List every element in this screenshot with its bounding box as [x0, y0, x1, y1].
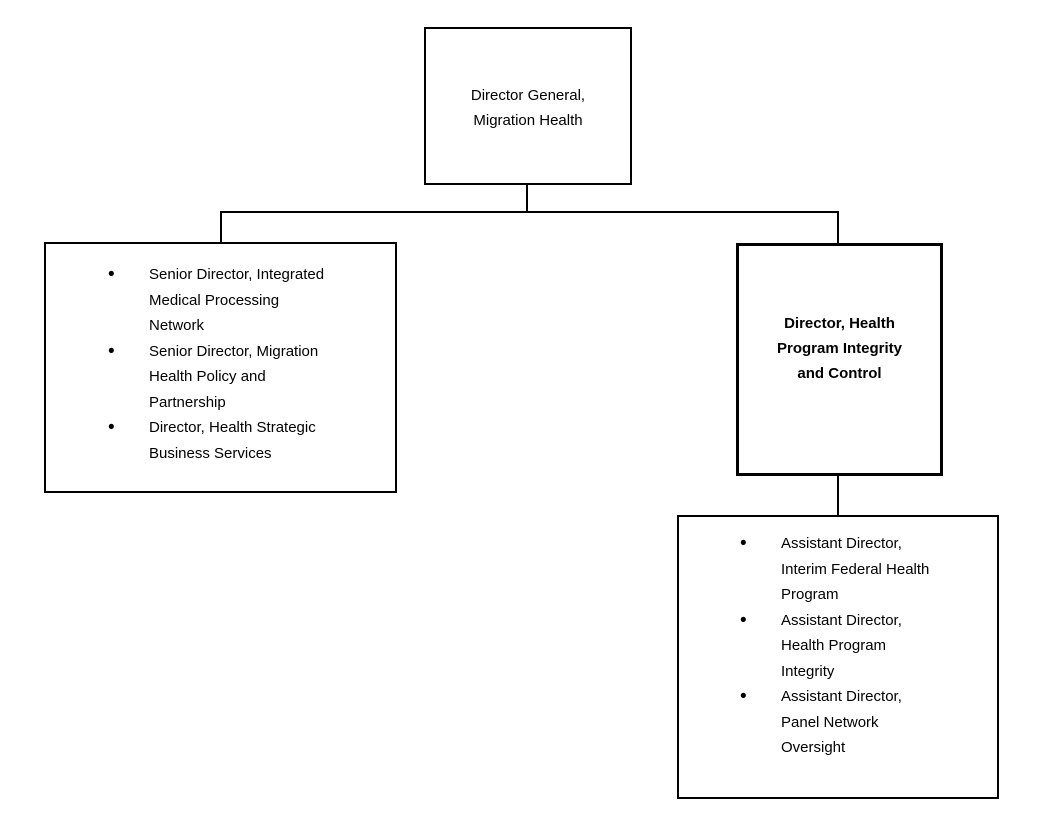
node-director-general: Director General, Migration Health: [424, 27, 632, 185]
list-item: Assistant Director, Health Program Integ…: [740, 608, 985, 685]
list-item: Assistant Director, Interim Federal Heal…: [740, 531, 985, 608]
connector-main-horizontal: [220, 211, 839, 213]
connector-left-branch-vertical: [220, 211, 222, 242]
list-item: Senior Director, Migration Health Policy…: [108, 339, 379, 416]
connector-right-branch-vertical: [837, 211, 839, 244]
list-item: Director, Health Strategic Business Serv…: [108, 415, 379, 466]
list-item: Senior Director, Integrated Medical Proc…: [108, 262, 379, 339]
node-dg-reports: Senior Director, Integrated Medical Proc…: [44, 242, 397, 493]
connector-hpic-to-assistants: [837, 474, 839, 515]
connector-root-vertical: [526, 184, 528, 213]
hpic-reports-list: Assistant Director, Interim Federal Heal…: [679, 517, 997, 761]
node-hpic-reports: Assistant Director, Interim Federal Heal…: [677, 515, 999, 799]
node-director-hpic: Director, Health Program Integrity and C…: [736, 243, 943, 476]
node-director-general-label: Director General, Migration Health: [470, 87, 586, 129]
list-item: Assistant Director, Panel Network Oversi…: [740, 684, 985, 761]
node-director-hpic-label: Director, Health Program Integrity and C…: [776, 315, 903, 382]
dg-reports-list: Senior Director, Integrated Medical Proc…: [46, 244, 395, 466]
